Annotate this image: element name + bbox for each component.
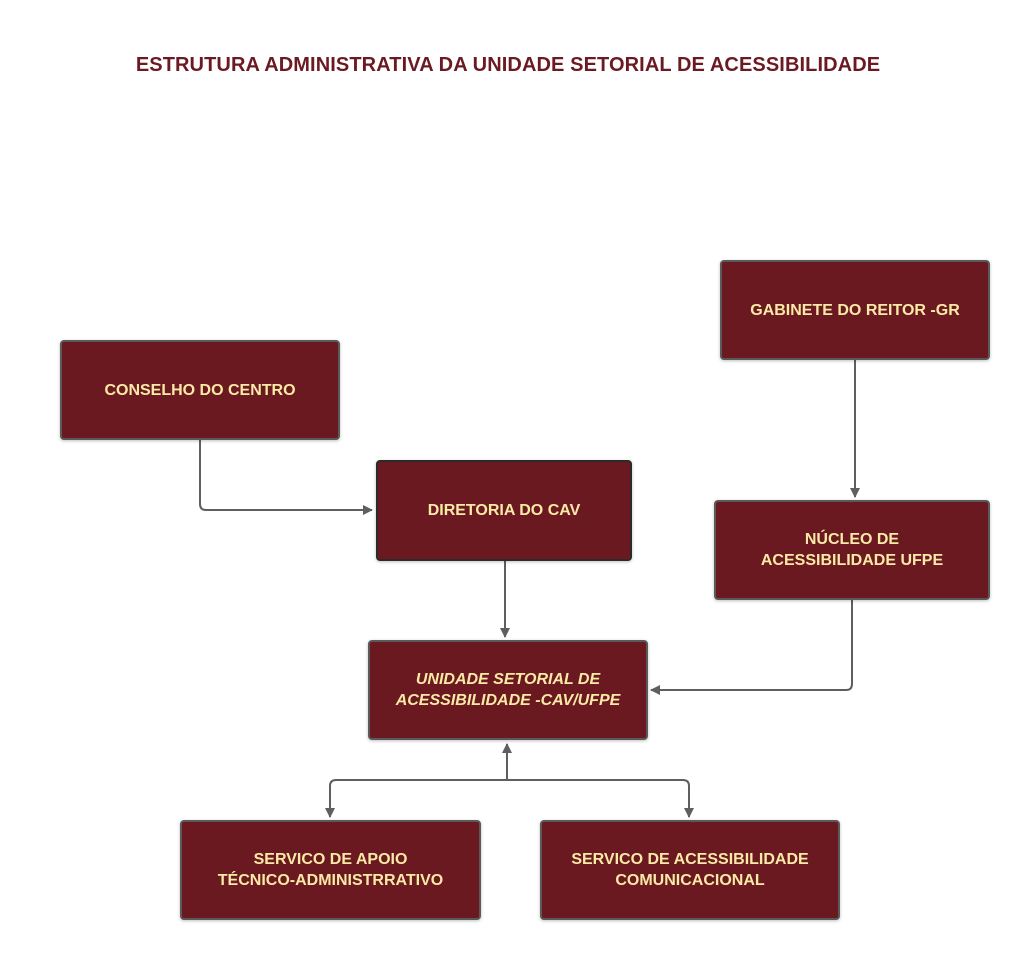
- edge-conselho-diretoria: [199, 440, 373, 515]
- node-unidade-setorial: UNIDADE SETORIAL DE ACESSIBILIDADE -CAV/…: [368, 640, 648, 740]
- diagram-title: ESTRUTURA ADMINISTRATIVA DA UNIDADE SETO…: [135, 54, 881, 76]
- node-label-line: CONSELHO DO CENTRO: [104, 381, 296, 399]
- edge-unidade-apoio: [325, 779, 507, 818]
- edge-unidade-comunicacional: [507, 779, 694, 818]
- node-label-line: TÉCNICO-ADMINISTRRATIVO: [217, 872, 444, 889]
- edge-nucleo-unidade: [650, 600, 853, 695]
- node-label-line: GABINETE DO REITOR -GR: [750, 301, 960, 319]
- node-label-line: ACESSIBILIDADE UFPE: [760, 552, 944, 569]
- node-label-line: ACESSIBILIDADE -CAV/UFPE: [395, 692, 621, 709]
- node-label-line: DIRETORIA DO CAV: [427, 502, 581, 519]
- node-label-line: UNIDADE SETORIAL DE: [415, 671, 601, 688]
- node-label-line: SERVICO DE ACESSIBILIDADE: [571, 851, 809, 868]
- node-diretoria-do-cav: DIRETORIA DO CAV: [376, 460, 632, 561]
- node-conselho-do-centro: CONSELHO DO CENTRO: [60, 340, 340, 440]
- node-label-line: SERVICO DE APOIO: [253, 851, 408, 868]
- node-nucleo-de-acessibilidade: NÚCLEO DE ACESSIBILIDADE UFPE: [714, 500, 990, 600]
- node-gabinete-do-reitor: GABINETE DO REITOR -GR: [720, 260, 990, 360]
- node-label-line: NÚCLEO DE: [804, 531, 900, 548]
- node-servico-apoio: SERVICO DE APOIO TÉCNICO-ADMINISTRRATIVO: [180, 820, 481, 920]
- node-servico-comunicacional: SERVICO DE ACESSIBILIDADE COMUNICACIONAL: [540, 820, 840, 920]
- node-label-line: COMUNICACIONAL: [615, 872, 765, 889]
